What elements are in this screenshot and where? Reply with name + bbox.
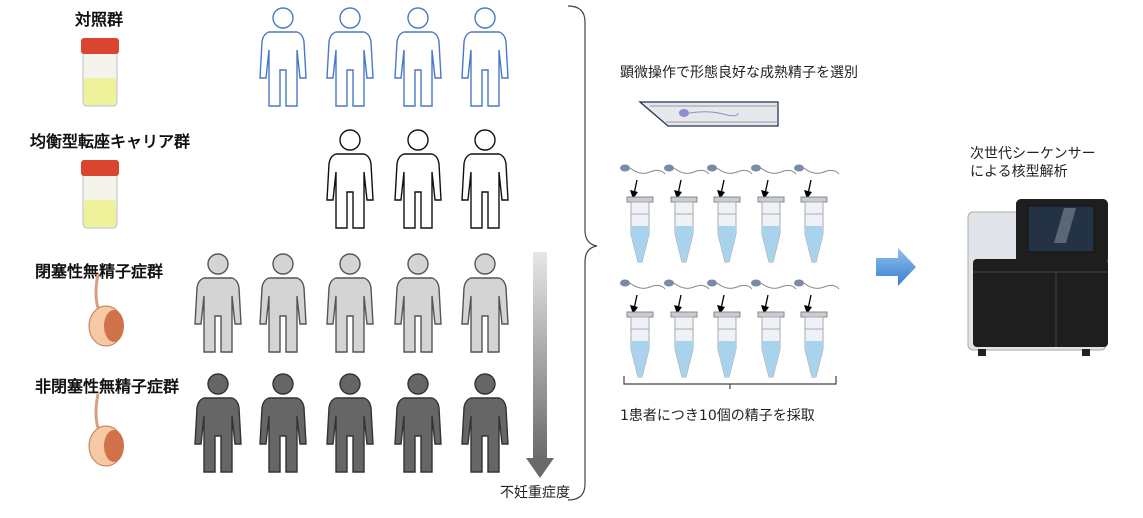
person-icon [394, 129, 442, 229]
microtube-icon [713, 311, 741, 378]
person-icon [461, 129, 509, 229]
microtube-icon [670, 311, 698, 378]
microtube-icon [626, 311, 654, 378]
sample-cup-icon [81, 160, 119, 229]
sperm-icon [664, 279, 710, 314]
severity-label: 不妊重症度 [500, 485, 570, 501]
group-label-oa: 閉塞性無精子症群 [35, 262, 164, 281]
testis-icon [88, 393, 124, 467]
severity-arrow-icon [526, 252, 554, 478]
collection-label: 1患者につき10個の精子を採取 [620, 408, 815, 424]
sequencer-label-line1: 次世代シーケンサー [970, 146, 1096, 162]
sequencer-icon [967, 199, 1108, 356]
brace-icon [567, 5, 598, 501]
group-label-translocation: 均衡型転座キャリア群 [30, 132, 191, 151]
testis-icon [88, 273, 124, 347]
person-icon [461, 373, 509, 473]
person-icon [259, 253, 307, 353]
sperm-icon [707, 164, 753, 199]
sperm-icon [751, 279, 797, 314]
group-label-control: 対照群 [75, 10, 124, 29]
person-icon [461, 253, 509, 353]
sperm-icon [794, 164, 840, 199]
person-icon [259, 7, 307, 107]
microtube-icon [757, 196, 785, 263]
sperm-icon [794, 279, 840, 314]
person-icon [394, 253, 442, 353]
microtube-icon [757, 311, 785, 378]
sperm-icon [707, 279, 753, 314]
microtube-icon [800, 196, 828, 263]
sperm-icon [664, 164, 710, 199]
selection-label: 顕微操作で形態良好な成熟精子を選別 [620, 65, 858, 81]
person-icon [326, 7, 374, 107]
person-icon [194, 253, 242, 353]
person-icon [326, 253, 374, 353]
person-icon [259, 373, 307, 473]
sample-cup-icon [81, 38, 119, 107]
sequencer-label: 次世代シーケンサー による核型解析 [970, 145, 1096, 181]
sequencer-label-line2: による核型解析 [970, 164, 1068, 180]
sperm-icon [620, 279, 666, 314]
person-icon [194, 373, 242, 473]
micropipette-icon [638, 101, 779, 127]
right-arrow-icon [876, 248, 916, 286]
microtube-icon [670, 196, 698, 263]
person-icon [394, 7, 442, 107]
sperm-icon [751, 164, 797, 199]
sperm-icon [620, 164, 666, 199]
bracket-icon [623, 376, 837, 389]
person-icon [394, 373, 442, 473]
group-label-noa: 非閉塞性無精子症群 [35, 377, 180, 396]
person-icon [461, 7, 509, 107]
microtube-icon [713, 196, 741, 263]
person-icon [326, 373, 374, 473]
microtube-icon [800, 311, 828, 378]
person-icon [326, 129, 374, 229]
microtube-icon [626, 196, 654, 263]
